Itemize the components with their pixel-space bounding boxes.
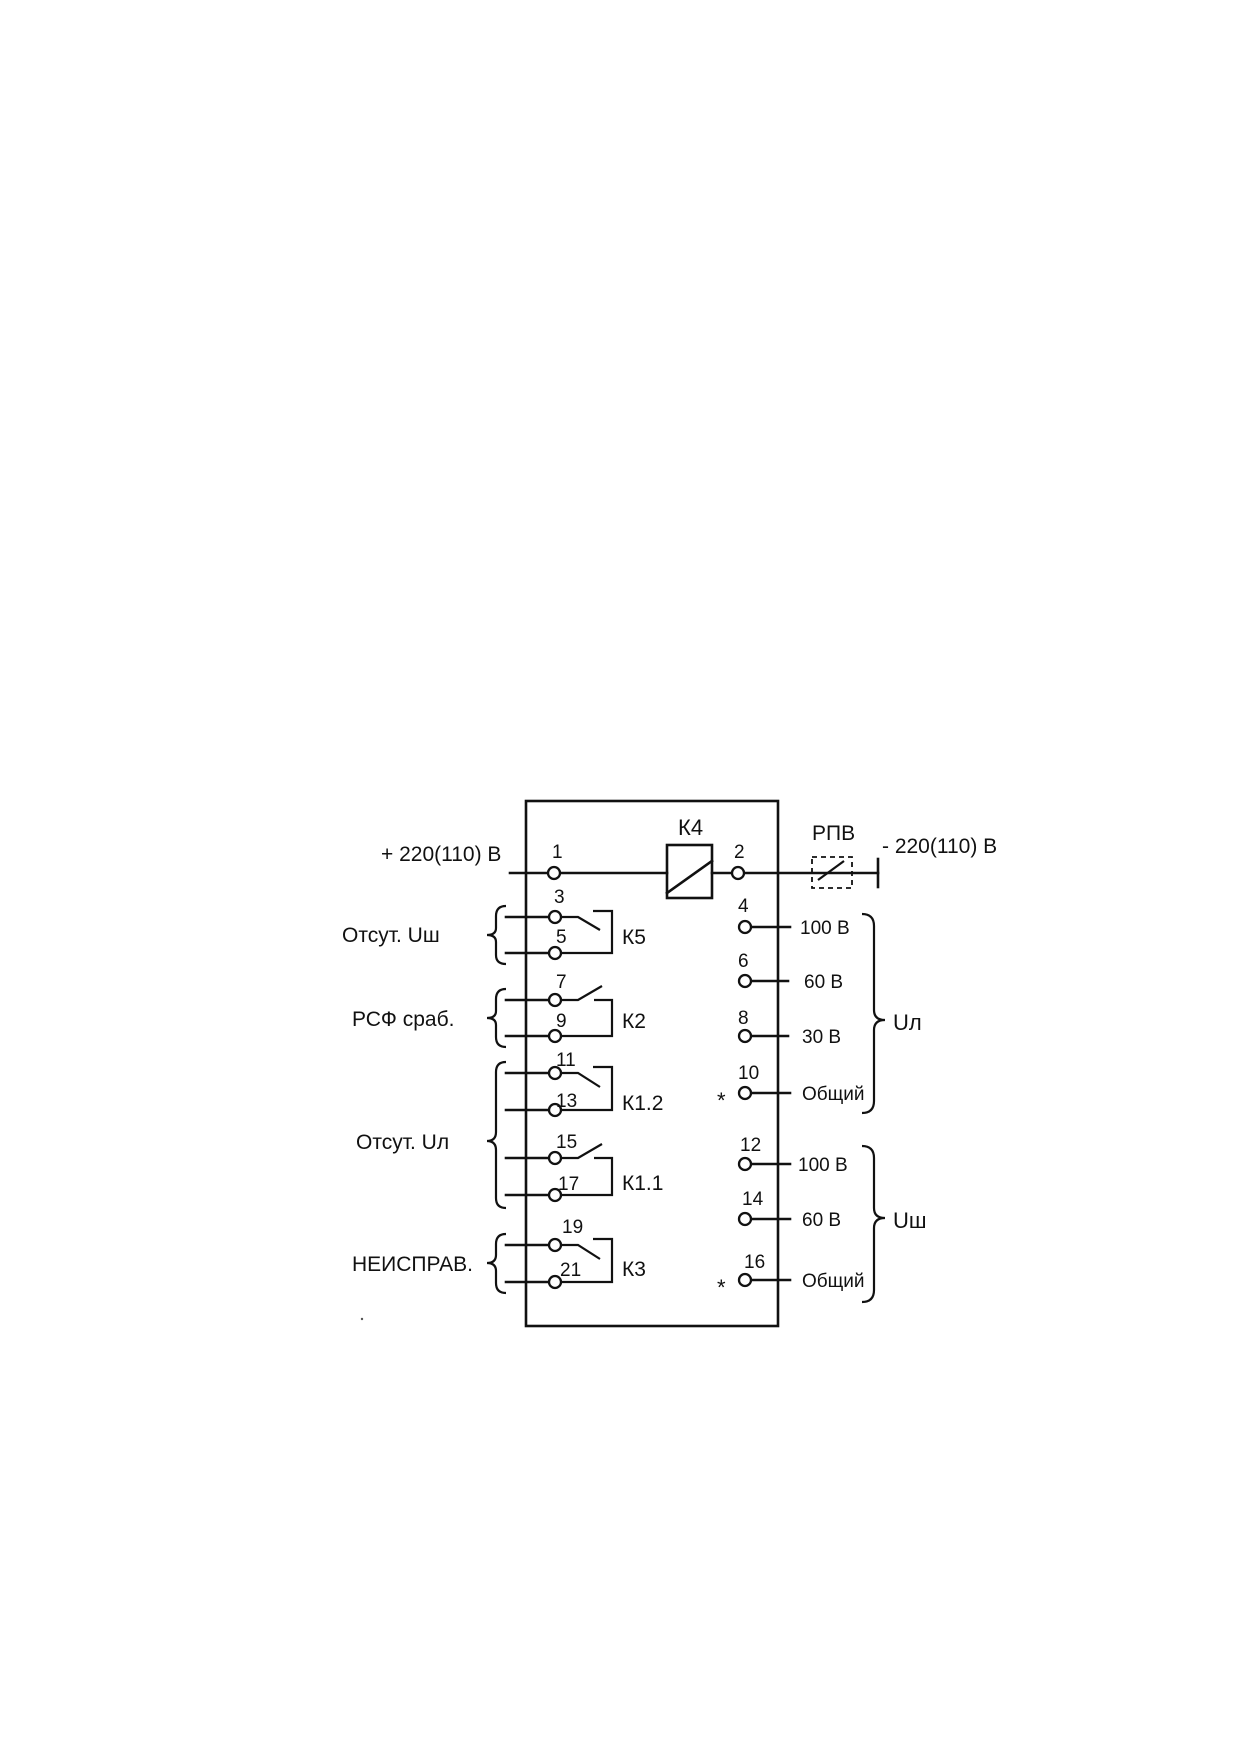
contact-k3: [561, 1243, 601, 1260]
terminal-19-label: 19: [562, 1217, 583, 1238]
terminal-16-label: 16: [744, 1252, 765, 1273]
terminal-3: [547, 909, 563, 925]
contact-k12-return: [561, 1065, 614, 1112]
contact-k12: [561, 1071, 601, 1088]
contact-k3-return: [561, 1237, 614, 1284]
contact-k11: [561, 1143, 603, 1160]
device-enclosure: [524, 799, 780, 1328]
terminal-19: [547, 1237, 563, 1253]
switch-label: РПВ: [812, 822, 855, 845]
terminal-5-label: 5: [556, 927, 567, 948]
terminal-5: [547, 945, 563, 961]
terminal-12: [737, 1156, 753, 1172]
contact-k2: [561, 985, 603, 1002]
tap-60v-b: 60 В: [802, 1210, 841, 1231]
terminal-11-label: 11: [556, 1050, 576, 1071]
terminal-17-label: 17: [558, 1174, 579, 1195]
contact-k5: [561, 915, 601, 931]
terminal-4-label: 4: [738, 896, 749, 917]
rpv-dashed-box: [811, 856, 853, 889]
terminal-1: [546, 865, 562, 881]
relay-k2-label: К2: [622, 1010, 646, 1033]
brace-no-ush: [486, 904, 507, 966]
contact-k2-return: [561, 998, 614, 1038]
terminal-4: [737, 919, 753, 935]
terminal-9-label: 9: [556, 1011, 567, 1032]
terminal-6: [737, 973, 753, 989]
tap-100v-b: 100 В: [798, 1155, 848, 1176]
star-mark-b: *: [717, 1275, 726, 1300]
label-rsf: РСФ сраб.: [352, 1008, 454, 1031]
brace-ush: [861, 1144, 886, 1304]
terminal-8: [737, 1028, 753, 1044]
tap-60v-a: 60 В: [804, 972, 843, 993]
terminal-2: [730, 865, 746, 881]
tap-common-b: Общий: [802, 1271, 865, 1292]
coil-k4: [665, 843, 714, 900]
label-no-ush: Отсут. Uш: [342, 924, 440, 947]
rpv-contact: [817, 860, 845, 881]
power-positive-label: + 220(110) В: [381, 843, 501, 866]
tap-30v: 30 В: [802, 1027, 841, 1048]
terminal-6-label: 6: [738, 951, 749, 972]
brace-ul: [861, 912, 886, 1115]
relay-k11-label: К1.1: [622, 1172, 663, 1195]
terminal-21-label: 21: [560, 1260, 581, 1281]
brace-fault: [486, 1232, 507, 1295]
terminal-7: [547, 992, 563, 1008]
terminal-14-label: 14: [742, 1189, 764, 1210]
terminal-2-label: 2: [734, 842, 745, 863]
coil-slash: [665, 859, 714, 895]
tap-common-a: Общий: [802, 1084, 865, 1105]
relay-k3-label: К3: [622, 1258, 646, 1281]
contact-k11-return: [561, 1156, 614, 1197]
relay-k5-label: К5: [622, 926, 646, 949]
group-ush-label: Uш: [893, 1208, 927, 1233]
terminal-15: [547, 1150, 563, 1166]
group-ul-label: Uл: [893, 1010, 922, 1035]
brace-rsf: [486, 987, 507, 1049]
star-mark-a: *: [717, 1088, 726, 1113]
terminal-8-label: 8: [738, 1008, 749, 1029]
terminal-15-label: 15: [556, 1132, 577, 1153]
terminal-10: [737, 1085, 753, 1101]
power-negative-label: - 220(110) В: [882, 835, 997, 858]
terminal-1-label: 1: [552, 842, 563, 863]
tap-100v-a: 100 В: [800, 918, 850, 939]
label-fault: НЕИСПРАВ.: [352, 1253, 473, 1276]
terminal-7-label: 7: [556, 972, 567, 993]
brace-no-ul: [486, 1060, 507, 1210]
terminal-3-label: 3: [554, 887, 565, 908]
relay-k12-label: К1.2: [622, 1092, 663, 1115]
contact-k5-return: [561, 909, 614, 955]
terminal-14: [737, 1211, 753, 1227]
terminal-12-label: 12: [740, 1135, 761, 1156]
terminal-10-label: 10: [738, 1063, 759, 1084]
terminal-16: [737, 1272, 753, 1288]
label-no-ul: Отсут. Uл: [356, 1131, 449, 1154]
scan-speck: [360, 1317, 364, 1321]
terminal-13-label: 13: [556, 1091, 577, 1112]
coil-label: К4: [678, 815, 703, 840]
